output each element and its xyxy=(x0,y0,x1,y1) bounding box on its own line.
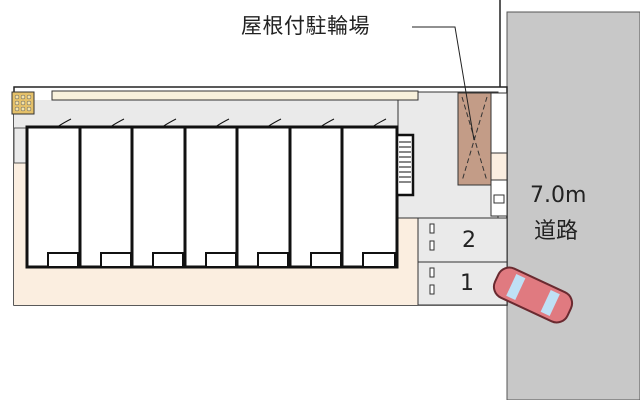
garden-left xyxy=(14,162,27,267)
road-name-label: 道路 xyxy=(534,219,579,244)
bicycle-parking-label: 屋根付駐輪場 xyxy=(241,14,370,38)
parking-area xyxy=(417,217,508,306)
garden-bottom xyxy=(14,265,419,305)
corridor xyxy=(14,100,419,128)
parking-space-1-label: 1 xyxy=(460,271,474,296)
utility-strip xyxy=(490,92,508,217)
road-width-label: 7.0m xyxy=(530,183,587,208)
bicycle-parking xyxy=(457,92,492,186)
staircase xyxy=(395,133,415,197)
garden-right xyxy=(398,218,418,268)
left-passage xyxy=(13,127,28,164)
eaves-strip xyxy=(51,90,419,101)
apartment-building xyxy=(25,118,399,269)
road xyxy=(506,11,640,400)
leader-line xyxy=(412,26,475,141)
parking-space-2-label: 2 xyxy=(462,228,476,253)
car-icon xyxy=(492,266,574,324)
